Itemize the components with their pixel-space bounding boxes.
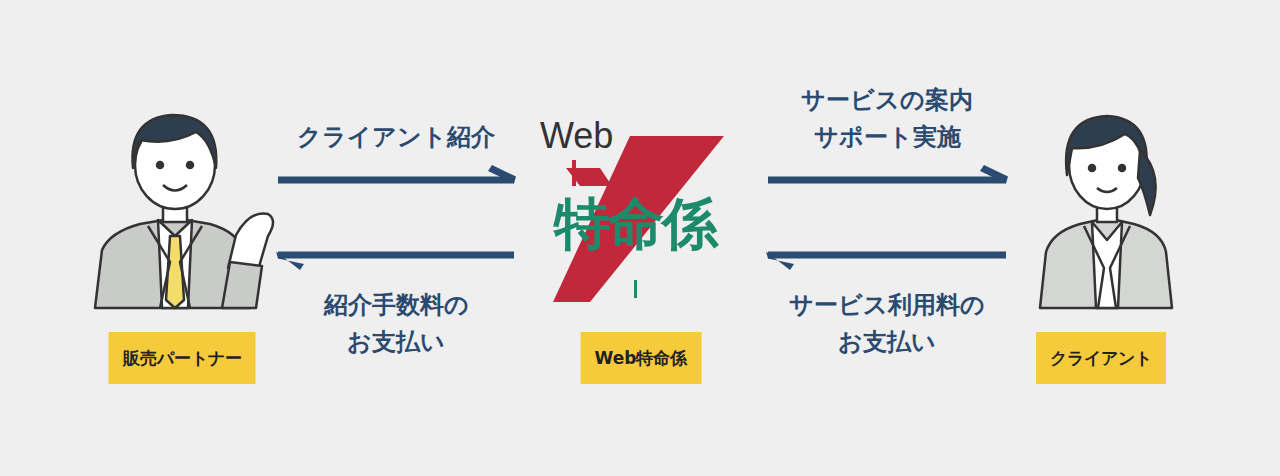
role-label: Web特命係 <box>581 332 702 384</box>
edge-label: サービス利用料の お支払い <box>787 287 986 361</box>
party-column: 販売パートナー <box>86 95 278 384</box>
logo-text: Web <box>540 118 613 154</box>
client-figure <box>1040 116 1172 308</box>
partner-figure <box>95 115 273 308</box>
flow-arrow <box>278 165 516 184</box>
edge-label: クライアント紹介 <box>297 119 495 156</box>
logo-text: 特命係 <box>554 196 716 252</box>
edge-label: 紹介手数料の お支払い <box>320 287 471 361</box>
logo-mark <box>553 136 724 302</box>
edge-label: サービスの案内 サポート実施 <box>798 82 976 156</box>
role-label: クライアント <box>1036 332 1166 384</box>
flow-arrow <box>276 252 514 271</box>
party-column: クライアント <box>1006 95 1196 384</box>
flow-arrow <box>768 165 1008 184</box>
role-label: 販売パートナー <box>109 332 256 384</box>
flow-arrow <box>766 252 1006 271</box>
